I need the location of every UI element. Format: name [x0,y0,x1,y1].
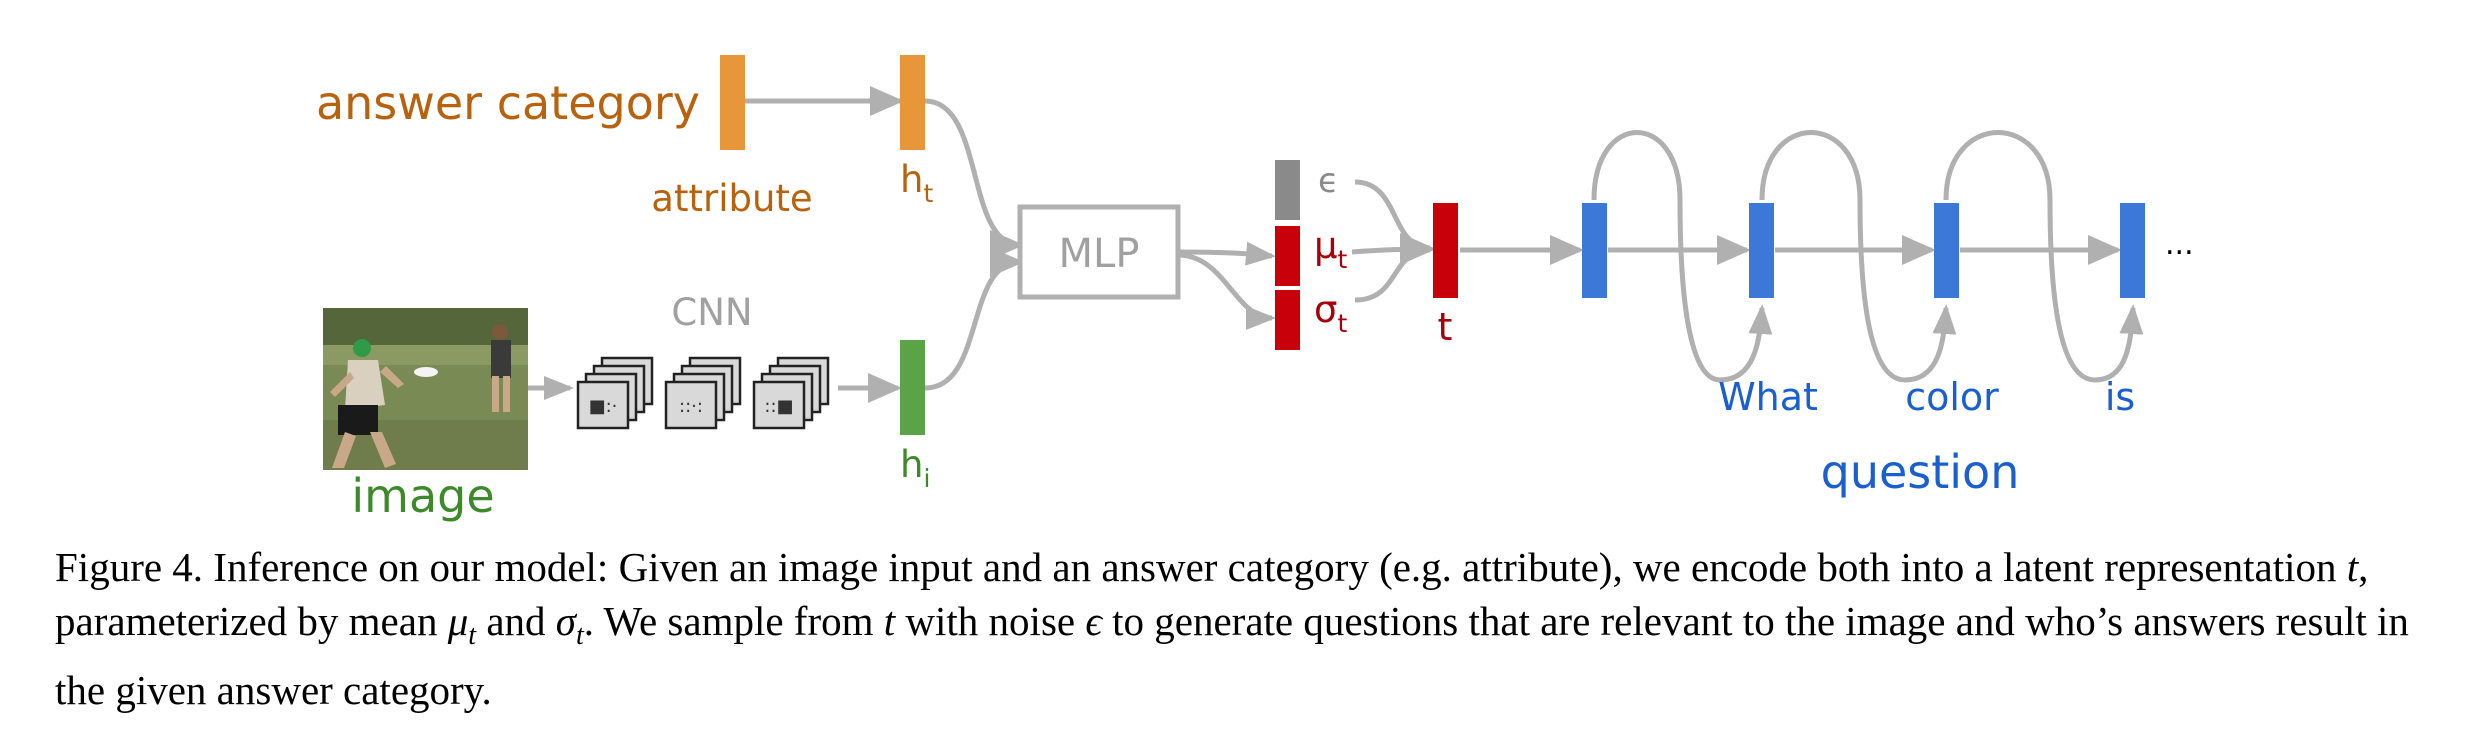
cnn-stack-1: ■:· [576,356,654,430]
mlp-box [1017,204,1181,300]
svg-text:::·:: ::·: [679,396,703,417]
hi-block [900,340,925,435]
svg-text:■:·: ■:· [589,396,618,417]
arrow-rnn2-word-feedback [1759,130,1957,383]
rnn-block-2 [1749,203,1774,298]
mlp-label: MLP [1059,231,1140,277]
model-diagram: answer category attribute ht ■:· [316,55,2194,523]
hi-label: hi [900,443,930,493]
question-label: question [1821,445,2020,499]
cnn-stack-2: ::·: [664,356,742,430]
image-thumbnail [323,308,528,470]
arrow-mlp-to-sigma [1177,252,1276,330]
image-label: image [351,469,494,523]
t-block [1433,203,1458,298]
cnn-feature-maps: ■:· ::·: ::■ [576,356,830,430]
sigma-block [1275,290,1300,350]
answer-category-block [720,55,745,150]
arrow-hi-to-mlp [924,247,1024,391]
rnn-block-3 [1934,203,1959,298]
mu-block [1275,226,1300,286]
cnn-label: CNN [671,291,752,334]
ht-block [900,55,925,150]
mu-t-label: μt [1314,224,1348,274]
word-is: is [2105,375,2135,419]
figure-caption: Figure 4. Inference on our model: Given … [55,544,2409,714]
rnn-block-1 [1582,203,1607,298]
attribute-label: attribute [651,177,812,220]
arrow-eps-to-t [1354,179,1434,263]
word-what: What [1718,375,1818,419]
connection-arrows [528,86,2144,403]
t-label: t [1438,305,1453,349]
noise-epsilon-block [1275,160,1300,220]
sigma-t-label: σt [1314,288,1347,338]
arrow-sigma-to-t [1354,235,1434,303]
ellipsis-label: ... [2165,227,2194,262]
arrow-rnn3-word-feedback [1943,130,2144,383]
arrow-rnn1-word-feedback [1591,130,1773,383]
answer-category-label: answer category [316,76,700,130]
rnn-block-4 [2120,203,2145,298]
word-color: color [1905,375,1999,419]
ht-label: ht [900,158,933,208]
arrow-ht-to-mlp [924,98,1024,260]
svg-text:::■: ::■ [764,396,793,417]
cnn-stack-3: ::■ [752,356,830,430]
arrow-mlp-to-mu [1177,241,1276,266]
epsilon-label: ϵ [1318,161,1339,201]
